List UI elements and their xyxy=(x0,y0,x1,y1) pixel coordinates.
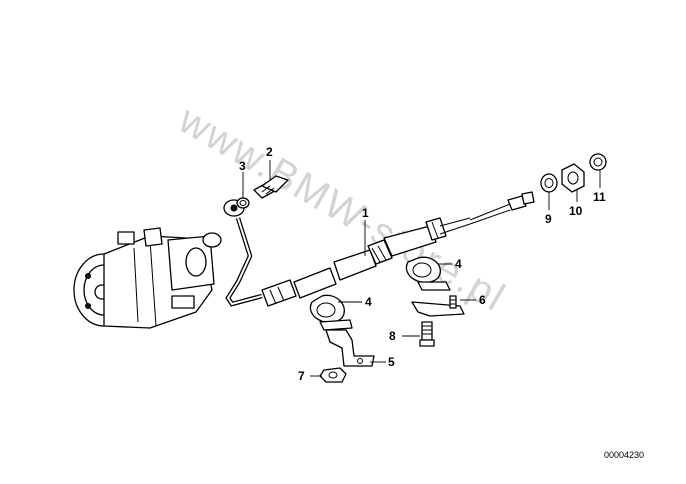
leader-lines xyxy=(242,160,601,377)
washer-11 xyxy=(589,153,607,171)
callout-9: 9 xyxy=(545,212,552,226)
bolt-8 xyxy=(419,321,435,347)
callouts: 1 2 3 4 4 5 6 7 8 9 10 11 xyxy=(239,145,606,383)
washer-9 xyxy=(540,173,558,193)
callout-1: 1 xyxy=(362,206,369,220)
pump-assembly xyxy=(73,227,222,329)
hollow-bolt xyxy=(253,175,289,199)
nut-10 xyxy=(561,163,585,193)
pressure-pipe xyxy=(223,199,263,307)
callout-2: 2 xyxy=(266,145,273,159)
callout-4-lower: 4 xyxy=(365,295,372,309)
watermark-text: www.BMW-store.pl xyxy=(171,97,514,320)
nut-7 xyxy=(319,367,347,383)
callout-7: 7 xyxy=(298,369,305,383)
bracket-5 xyxy=(325,329,375,367)
callout-11: 11 xyxy=(593,190,606,204)
seal-ring xyxy=(236,197,250,209)
callout-4-upper: 4 xyxy=(455,257,462,271)
callout-6: 6 xyxy=(479,293,486,307)
bracket-6 xyxy=(411,295,465,317)
hose-clamp-lower xyxy=(309,294,353,331)
hose-clamp-upper xyxy=(405,256,451,291)
callout-3: 3 xyxy=(239,159,246,173)
callout-10: 10 xyxy=(569,204,583,218)
callout-8: 8 xyxy=(389,329,396,343)
hose-line xyxy=(261,191,535,307)
callout-5: 5 xyxy=(388,355,395,369)
diagram-reference-number: 00004230 xyxy=(604,450,644,460)
